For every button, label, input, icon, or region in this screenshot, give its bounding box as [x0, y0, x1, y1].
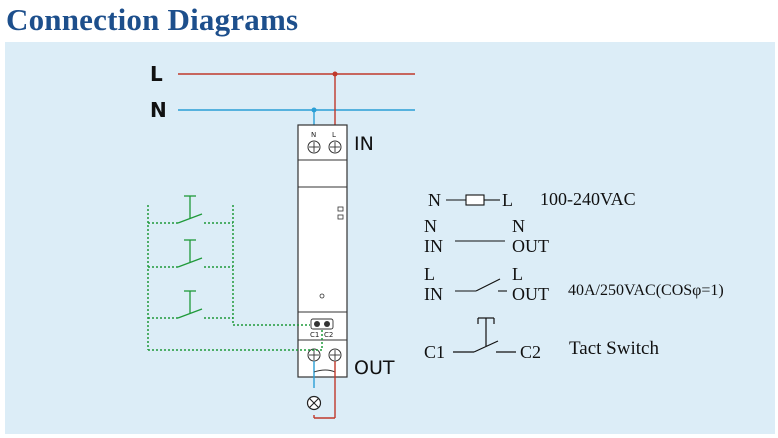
pushbutton-switch-1 [177, 195, 203, 224]
pushbutton-switch-2 [177, 239, 203, 268]
legend-neutral-bottom-left: IN [424, 236, 443, 256]
legend-power-spec: 100-240VAC [540, 189, 636, 209]
terminal-n-label: N [311, 131, 316, 139]
terminal-screw-l [328, 140, 342, 154]
terminal-l-label: L [332, 131, 336, 139]
page-title: Connection Diagrams [6, 2, 299, 37]
legend-contact-top-left: L [424, 264, 435, 284]
out-port-label: OUT [354, 357, 395, 379]
in-port-label: IN [354, 133, 374, 155]
terminal-c1-label: C1 [310, 331, 319, 339]
lamp-icon [306, 395, 322, 411]
terminal-c2-label: C2 [324, 331, 333, 339]
terminal-screw-out-n [307, 348, 321, 362]
legend-tact-name: Tact Switch [569, 338, 659, 359]
pushbutton-switch-3 [177, 290, 203, 319]
indicator-led [319, 293, 325, 299]
terminal-screw-n [307, 140, 321, 154]
contact-symbol [455, 278, 507, 292]
legend-contact-bottom-right: OUT [512, 284, 549, 304]
pushbutton-network [147, 205, 323, 351]
neutral-line-label: N [150, 98, 167, 122]
diagram-panel [5, 42, 775, 434]
legend-contact-spec: 40A/250VAC(COSφ=1) [568, 282, 724, 299]
legend-neutral-top-right: N [512, 216, 525, 236]
legend-power-l: L [502, 190, 513, 210]
legend-contact-bottom-left: IN [424, 284, 443, 304]
coil-symbol [465, 194, 485, 206]
legend-contact-top-right: L [512, 264, 523, 284]
legend-neutral-bottom-right: OUT [512, 236, 549, 256]
legend-power-n: N [428, 190, 441, 210]
terminal-screw-out-l [328, 348, 342, 362]
tact-switch-symbol [453, 317, 516, 353]
live-line-label: L [150, 62, 163, 86]
legend-tact-c1: C1 [424, 342, 445, 362]
legend-tact-c2: C2 [520, 342, 541, 362]
legend-neutral-top-left: N [424, 216, 437, 236]
